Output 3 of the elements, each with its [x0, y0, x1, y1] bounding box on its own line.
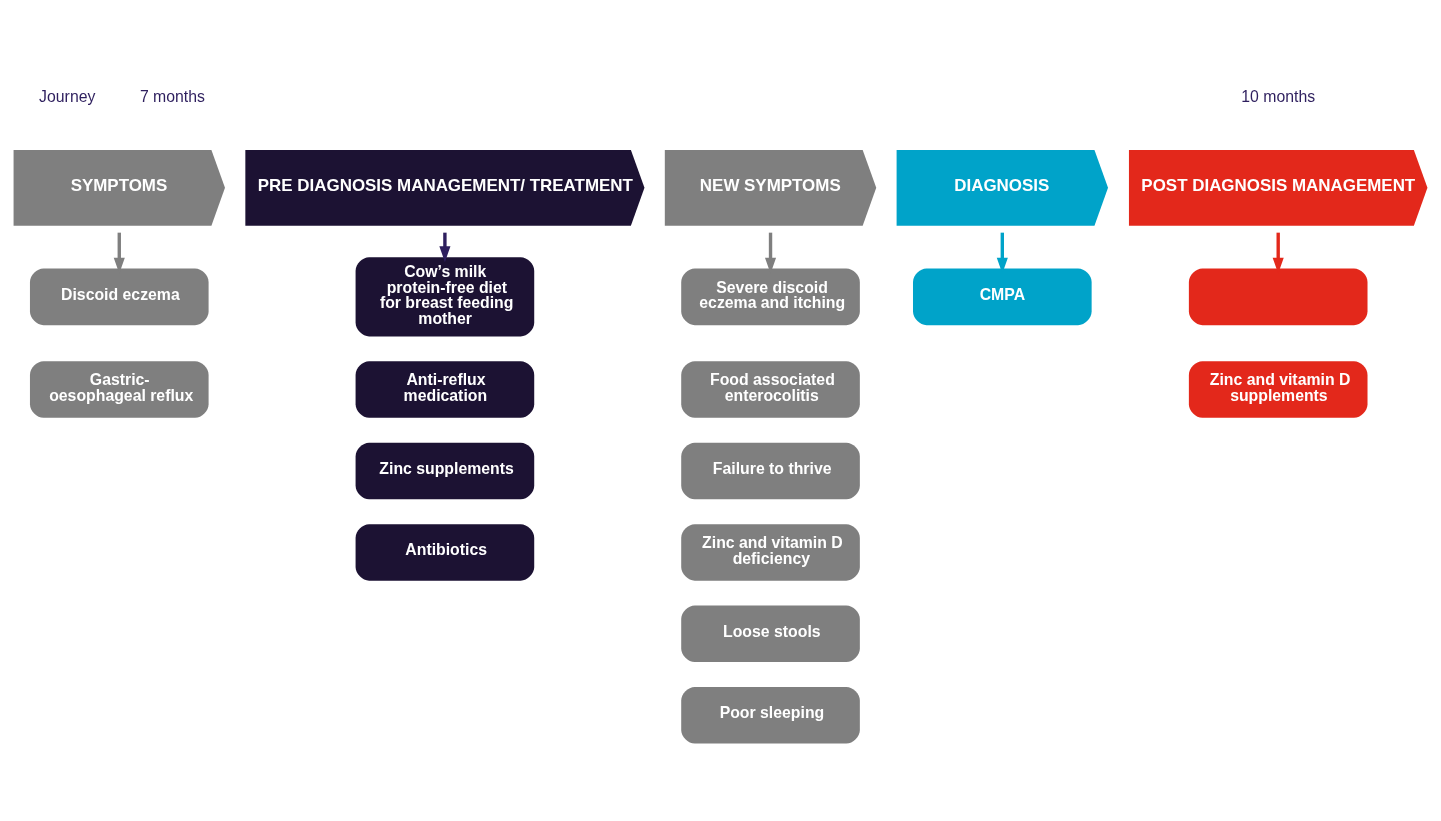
label: 7 months	[139, 88, 205, 106]
label: 10 months	[1241, 88, 1316, 106]
label: Journey	[39, 88, 96, 106]
